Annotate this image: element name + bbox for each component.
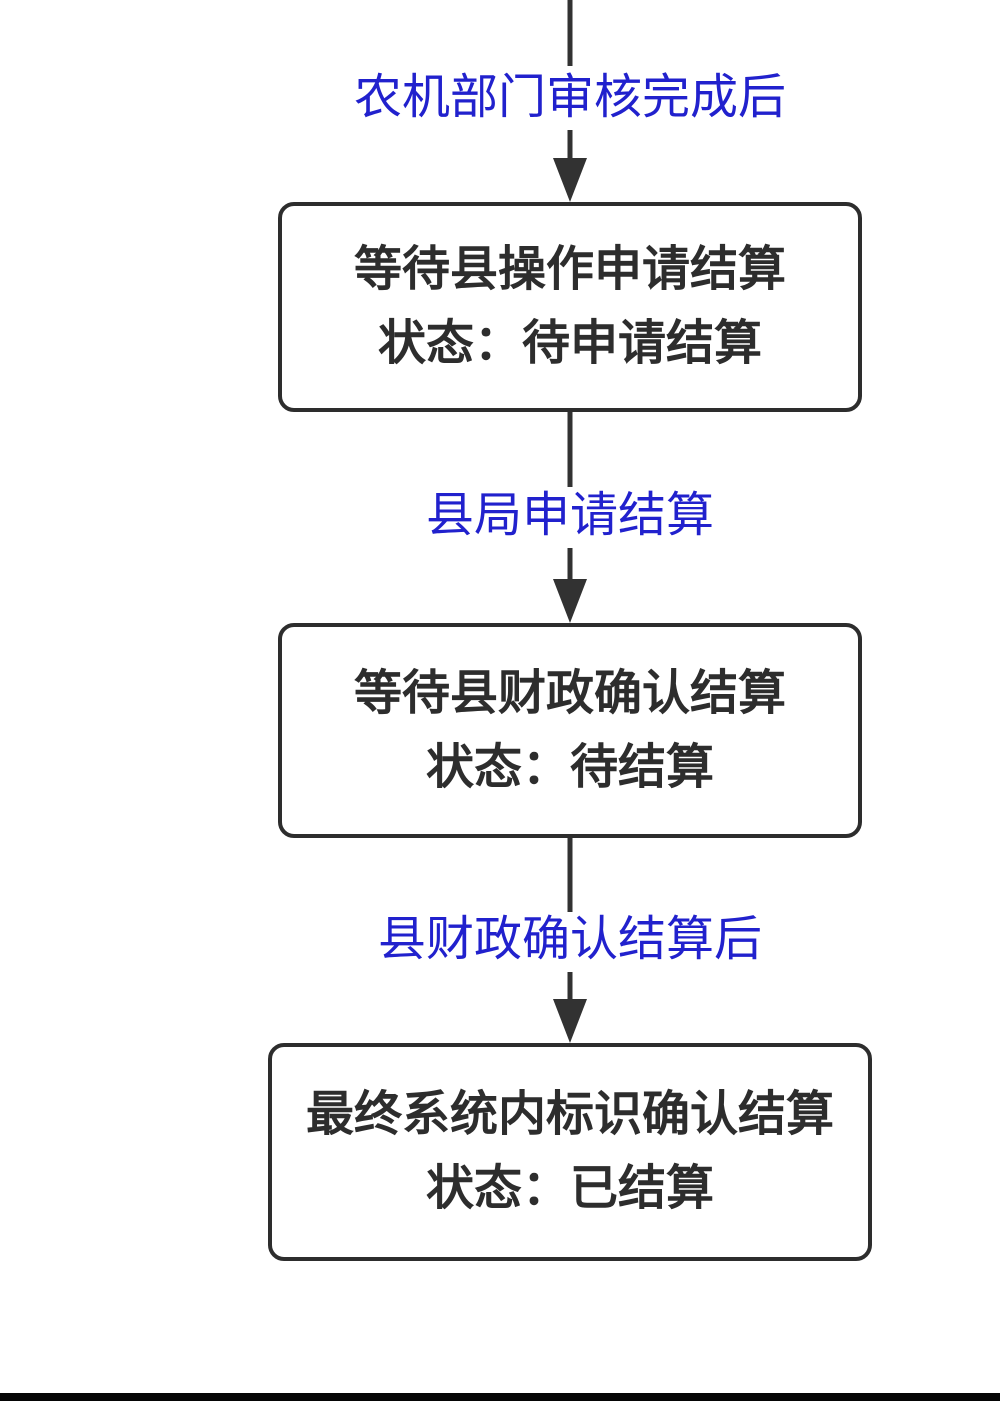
- node-settled-final: 最终系统内标识确认结算 状态：已结算: [268, 1043, 872, 1261]
- arrow-down-icon-1: [553, 158, 587, 202]
- arrow-down-icon-2: [553, 579, 587, 623]
- node-status: 状态：已结算: [425, 1162, 714, 1215]
- edge-label-after-agri-review: 农机部门审核完成后: [353, 71, 787, 124]
- connector-line-2: [567, 412, 573, 487]
- edge-label-county-bureau-apply: 县局申请结算: [425, 489, 715, 542]
- connector-line-1: [567, 130, 573, 162]
- bottom-bar: [0, 1393, 1000, 1401]
- connector-line-top: [567, 0, 573, 66]
- edge-label-after-finance-confirm: 县财政确认结算后: [377, 913, 763, 966]
- node-await-county-apply-settlement: 等待县操作申请结算 状态：待申请结算: [278, 202, 862, 412]
- node-status: 状态：待申请结算: [377, 317, 762, 370]
- node-await-county-finance-confirm: 等待县财政确认结算 状态：待结算: [278, 623, 862, 838]
- connector-line-4: [567, 838, 573, 912]
- node-status: 状态：待结算: [425, 740, 714, 794]
- node-title: 等待县操作申请结算: [353, 243, 786, 296]
- arrow-down-icon-3: [553, 999, 587, 1043]
- connector-line-5: [567, 972, 573, 1001]
- connector-line-3: [567, 548, 573, 581]
- node-title: 最终系统内标识确认结算: [305, 1088, 834, 1141]
- node-title: 等待县财政确认结算: [353, 666, 786, 720]
